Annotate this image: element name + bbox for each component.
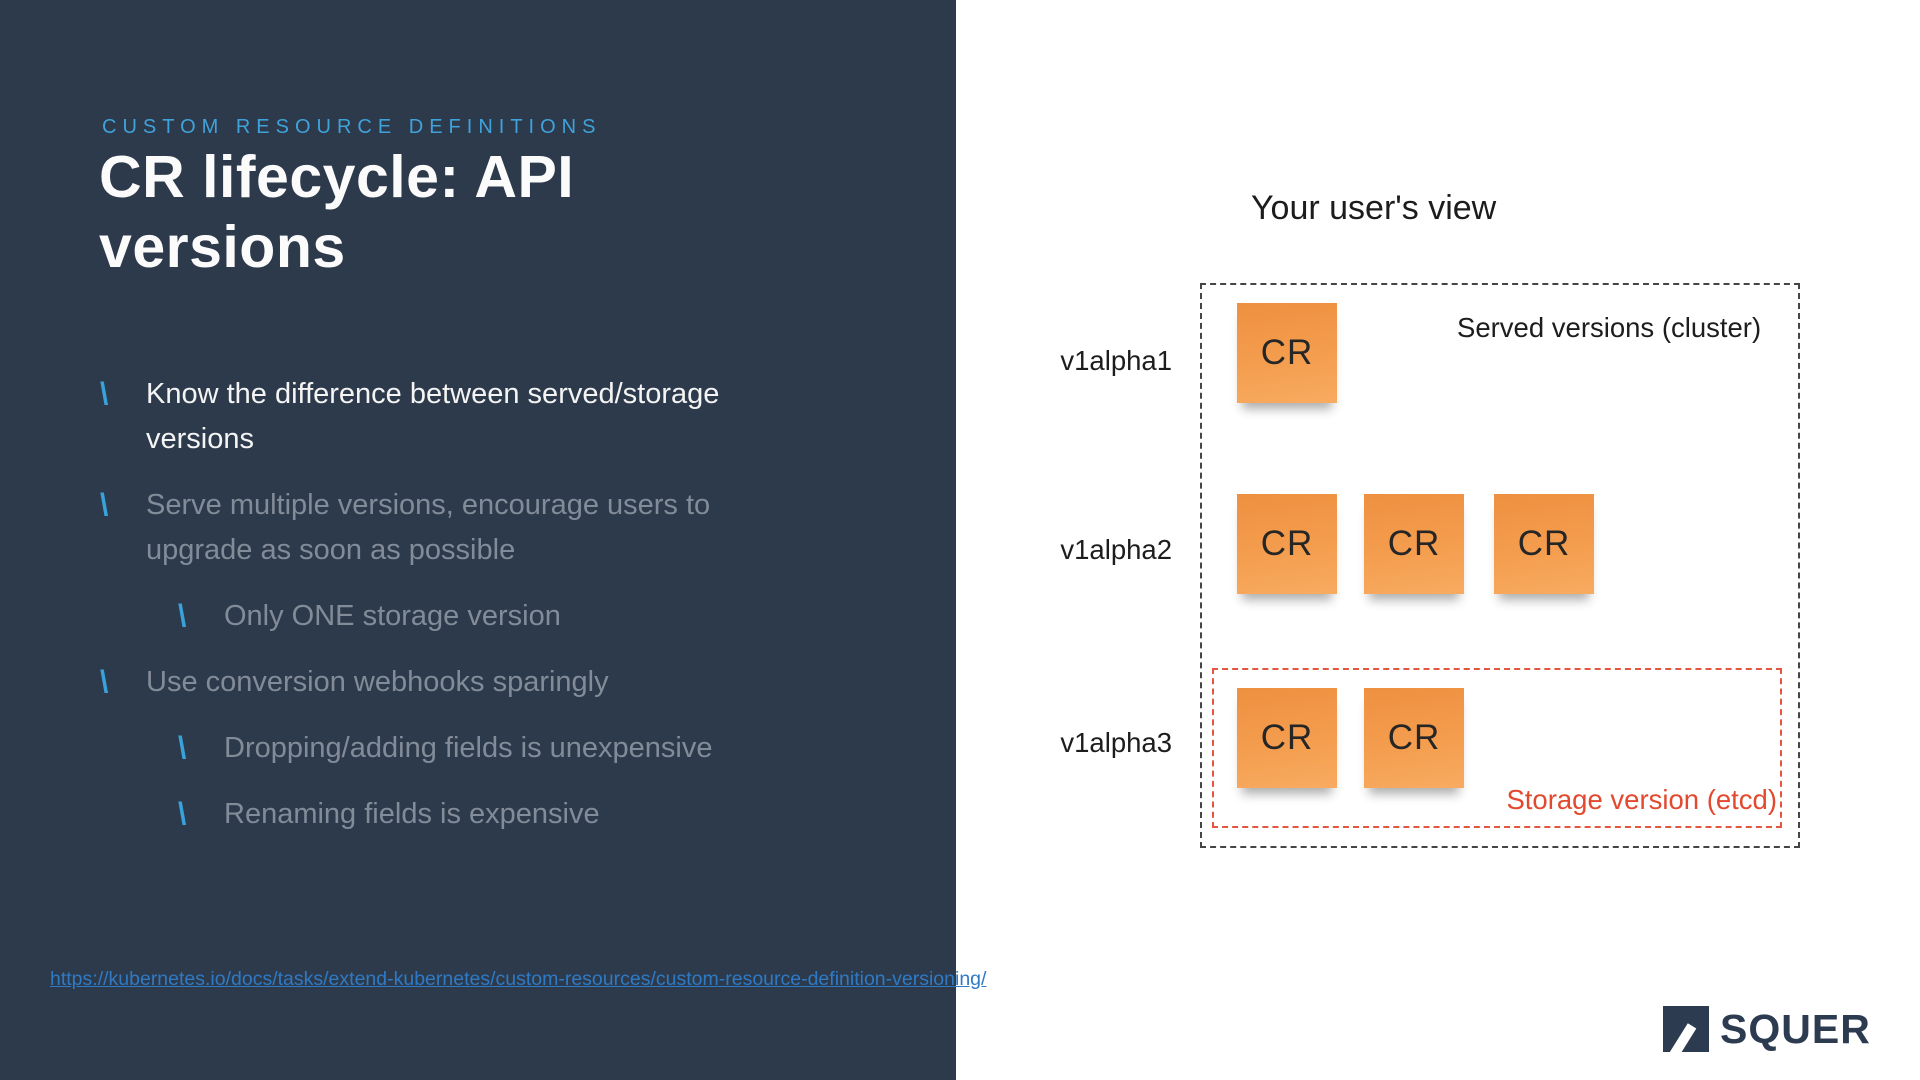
bullet-slash-icon: \ [100,377,109,412]
storage-version-box [1212,668,1782,828]
bullet-slash-icon: \ [100,488,109,523]
page-title: CR lifecycle: API versions [99,144,575,280]
slash-icon [1667,1023,1697,1052]
sub-bullet-item: \ Renaming fields is expensive [100,792,740,837]
bullet-text: Use conversion webhooks sparingly [146,666,609,698]
bullet-item: \ Serve multiple versions, encourage use… [100,483,740,573]
squer-logo: SQUER [1663,1005,1871,1053]
cr-sticky-note: CR [1364,494,1464,594]
bullet-text: Renaming fields is expensive [224,798,600,830]
bullet-slash-icon: \ [100,665,109,700]
bullet-slash-icon: \ [178,599,187,634]
bullet-text: Only ONE storage version [224,600,561,632]
bullet-slash-icon: \ [178,797,187,832]
version-label-v1alpha2: v1alpha2 [1060,534,1172,565]
squer-logo-icon [1663,1006,1709,1052]
served-versions-box [1200,283,1800,848]
bullet-list: \ Know the difference between served/sto… [100,372,740,858]
bullet-text: Know the difference between served/stora… [146,378,720,455]
sub-bullet-item: \ Dropping/adding fields is unexpensive [100,726,740,771]
bullet-item: \ Know the difference between served/sto… [100,372,740,462]
storage-version-label: Storage version (etcd) [1506,784,1777,815]
sub-bullet-item: \ Only ONE storage version [100,594,740,639]
cr-sticky-note: CR [1237,494,1337,594]
bullet-text: Dropping/adding fields is unexpensive [224,732,713,764]
bullet-slash-icon: \ [178,731,187,766]
version-label-v1alpha3: v1alpha3 [1060,727,1172,758]
source-link[interactable]: https://kubernetes.io/docs/tasks/extend-… [50,968,987,990]
cr-sticky-note: CR [1237,303,1337,403]
left-panel: CUSTOM RESOURCE DEFINITIONS CR lifecycle… [0,0,956,1080]
cr-sticky-note: CR [1237,688,1337,788]
cr-sticky-note: CR [1494,494,1594,594]
bullet-text: Serve multiple versions, encourage users… [146,489,711,566]
version-label-v1alpha1: v1alpha1 [1060,345,1172,376]
diagram-title: Your user's view [1251,189,1497,227]
served-versions-label: Served versions (cluster) [1457,312,1762,343]
squer-logo-text: SQUER [1720,1006,1871,1052]
bullet-item: \ Use conversion webhooks sparingly [100,660,740,705]
eyebrow-label: CUSTOM RESOURCE DEFINITIONS [102,116,602,138]
cr-sticky-note: CR [1364,688,1464,788]
